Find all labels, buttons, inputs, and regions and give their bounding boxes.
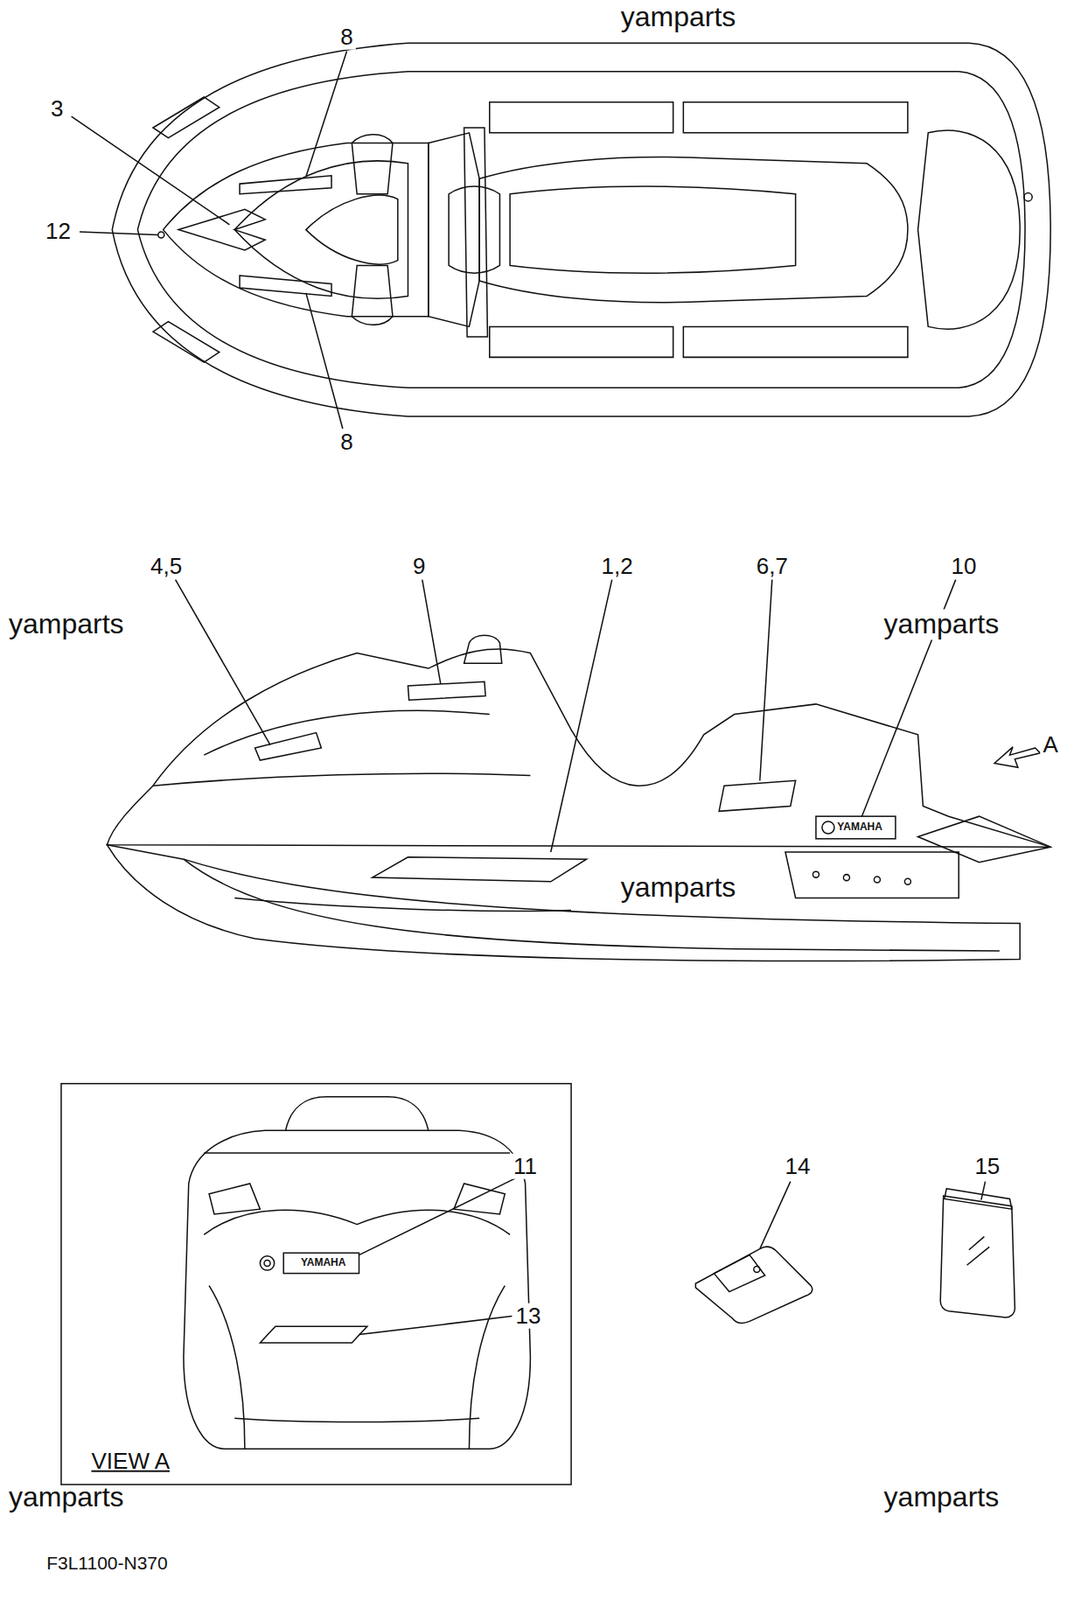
decal-text: YAMAHA [300, 1256, 347, 1269]
callout-number: 13 [513, 1303, 544, 1329]
view-marker: A [1040, 732, 1061, 758]
callout-number: 4,5 [147, 553, 185, 579]
callout-number: 15 [971, 1153, 1003, 1179]
watermark: yamparts [6, 608, 127, 640]
callout-number: 14 [781, 1153, 813, 1179]
watermark: yamparts [881, 608, 1003, 640]
callout-number: 1,2 [598, 553, 635, 579]
watermark: yamparts [618, 871, 740, 903]
view-title: VIEW A [88, 1448, 173, 1474]
callout-number: 9 [410, 553, 428, 579]
callout-number: 8 [337, 429, 356, 455]
watermark: yamparts [884, 1481, 1000, 1513]
watermark: yamparts [8, 1481, 125, 1513]
callout-number: 12 [42, 217, 74, 244]
callout-number: 6,7 [753, 553, 791, 579]
callout-number: 8 [337, 24, 356, 50]
callout-number: 11 [510, 1153, 540, 1179]
watermark: yamparts [620, 1, 737, 33]
callout-number: 3 [48, 95, 66, 121]
diagram-code: F3L1100-N370 [46, 1552, 168, 1573]
callout-number: 10 [948, 553, 980, 579]
decal-text: YAMAHA [836, 821, 883, 833]
